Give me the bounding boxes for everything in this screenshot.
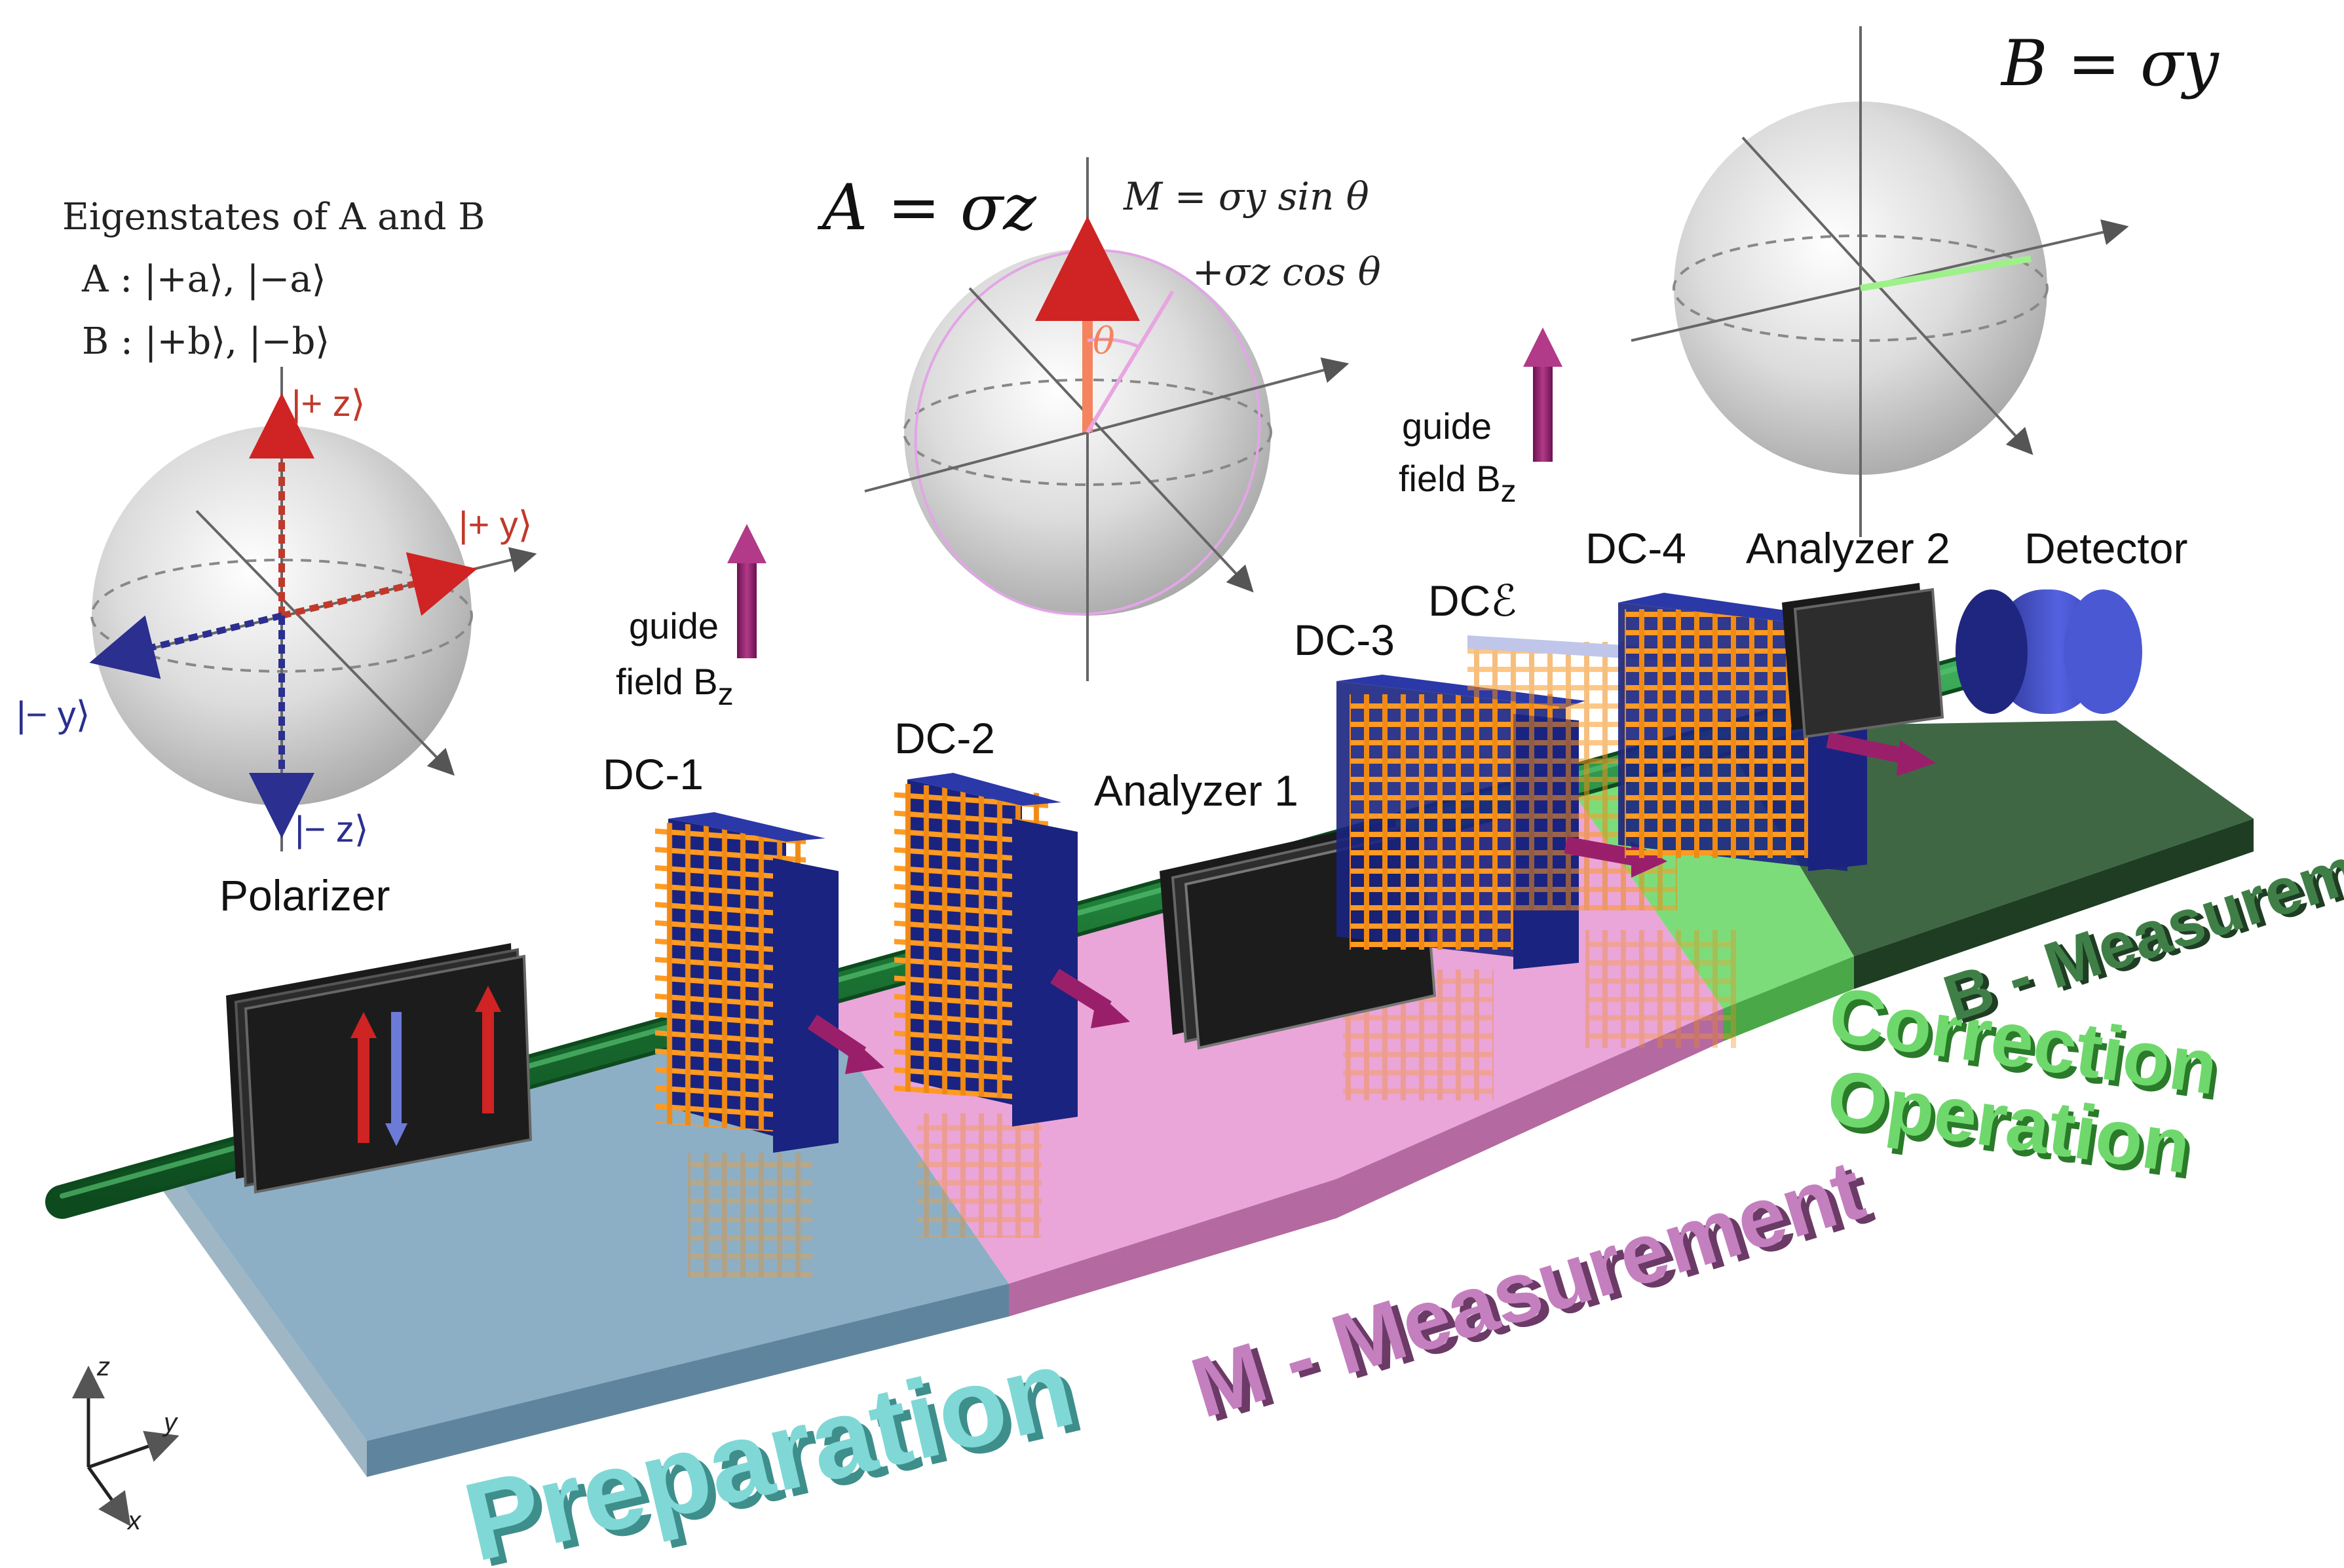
polarizer	[226, 943, 533, 1194]
bloch-sphere-preparation	[89, 367, 537, 851]
axis-x-label: x	[126, 1506, 142, 1535]
dc4-field-arrow	[1826, 732, 1936, 776]
eigenstates-a: A : |+a⟩, |−a⟩	[81, 258, 326, 301]
bloch-sphere-m	[864, 157, 1350, 681]
reflections	[688, 930, 1736, 1277]
label-dc3: DC-3	[1294, 616, 1395, 664]
label-dce: DCℰ	[1428, 576, 1517, 625]
guide-field-1-line2: field Bz	[616, 661, 734, 712]
guide-field-arrow-2	[1523, 327, 1562, 462]
guide-field-arrow-1	[727, 524, 766, 658]
label-plus-y: |+ y⟩	[459, 504, 533, 545]
guide-field-1-line1: guide	[629, 605, 719, 646]
m-equation-line1: M = σy sin θ	[1123, 174, 1369, 219]
a-equals-sigma-z: A = σz	[817, 171, 1037, 244]
dc1-field-arrow	[807, 1015, 884, 1074]
guide-field-1-subscript: z	[718, 677, 734, 712]
eigenstates-block: Eigenstates of A and B A : |+a⟩, |−a⟩ B …	[62, 196, 485, 363]
dc2-coil	[894, 773, 1078, 1127]
label-dc4: DC-4	[1585, 524, 1686, 572]
label-minus-z: |− z⟩	[295, 808, 369, 849]
label-detector: Detector	[2024, 524, 2187, 572]
eigenstates-heading: Eigenstates of A and B	[62, 196, 485, 238]
label-dc1: DC-1	[603, 750, 704, 798]
label-minus-y: |− y⟩	[16, 694, 90, 735]
theta-label: θ	[1093, 320, 1115, 363]
dc2-field-arrow	[1050, 968, 1130, 1028]
axes-triad	[72, 1366, 180, 1527]
label-dc2: DC-2	[894, 714, 995, 762]
label-plus-z: |+ z⟩	[292, 383, 366, 424]
dc1-coil	[655, 812, 839, 1153]
guide-field-2-line1: guide	[1402, 405, 1492, 447]
label-polarizer: Polarizer	[219, 871, 390, 920]
eigenstates-b: B : |+b⟩, |−b⟩	[82, 320, 330, 363]
analyzer2	[1782, 583, 1944, 739]
guide-field-2-subscript: z	[1501, 474, 1517, 509]
bloch-sphere-b	[1631, 26, 2129, 537]
b-equals-sigma-y: B = σy	[2000, 27, 2220, 100]
detector	[1956, 589, 2142, 714]
label-analyzer2: Analyzer 2	[1746, 524, 1950, 572]
m-equation-line2: +σz cos θ	[1192, 250, 1381, 294]
axis-z-label: z	[96, 1353, 110, 1381]
axis-y-label: y	[162, 1408, 179, 1437]
label-analyzer1: Analyzer 1	[1094, 766, 1298, 815]
guide-field-2-line2: field Bz	[1399, 458, 1517, 509]
